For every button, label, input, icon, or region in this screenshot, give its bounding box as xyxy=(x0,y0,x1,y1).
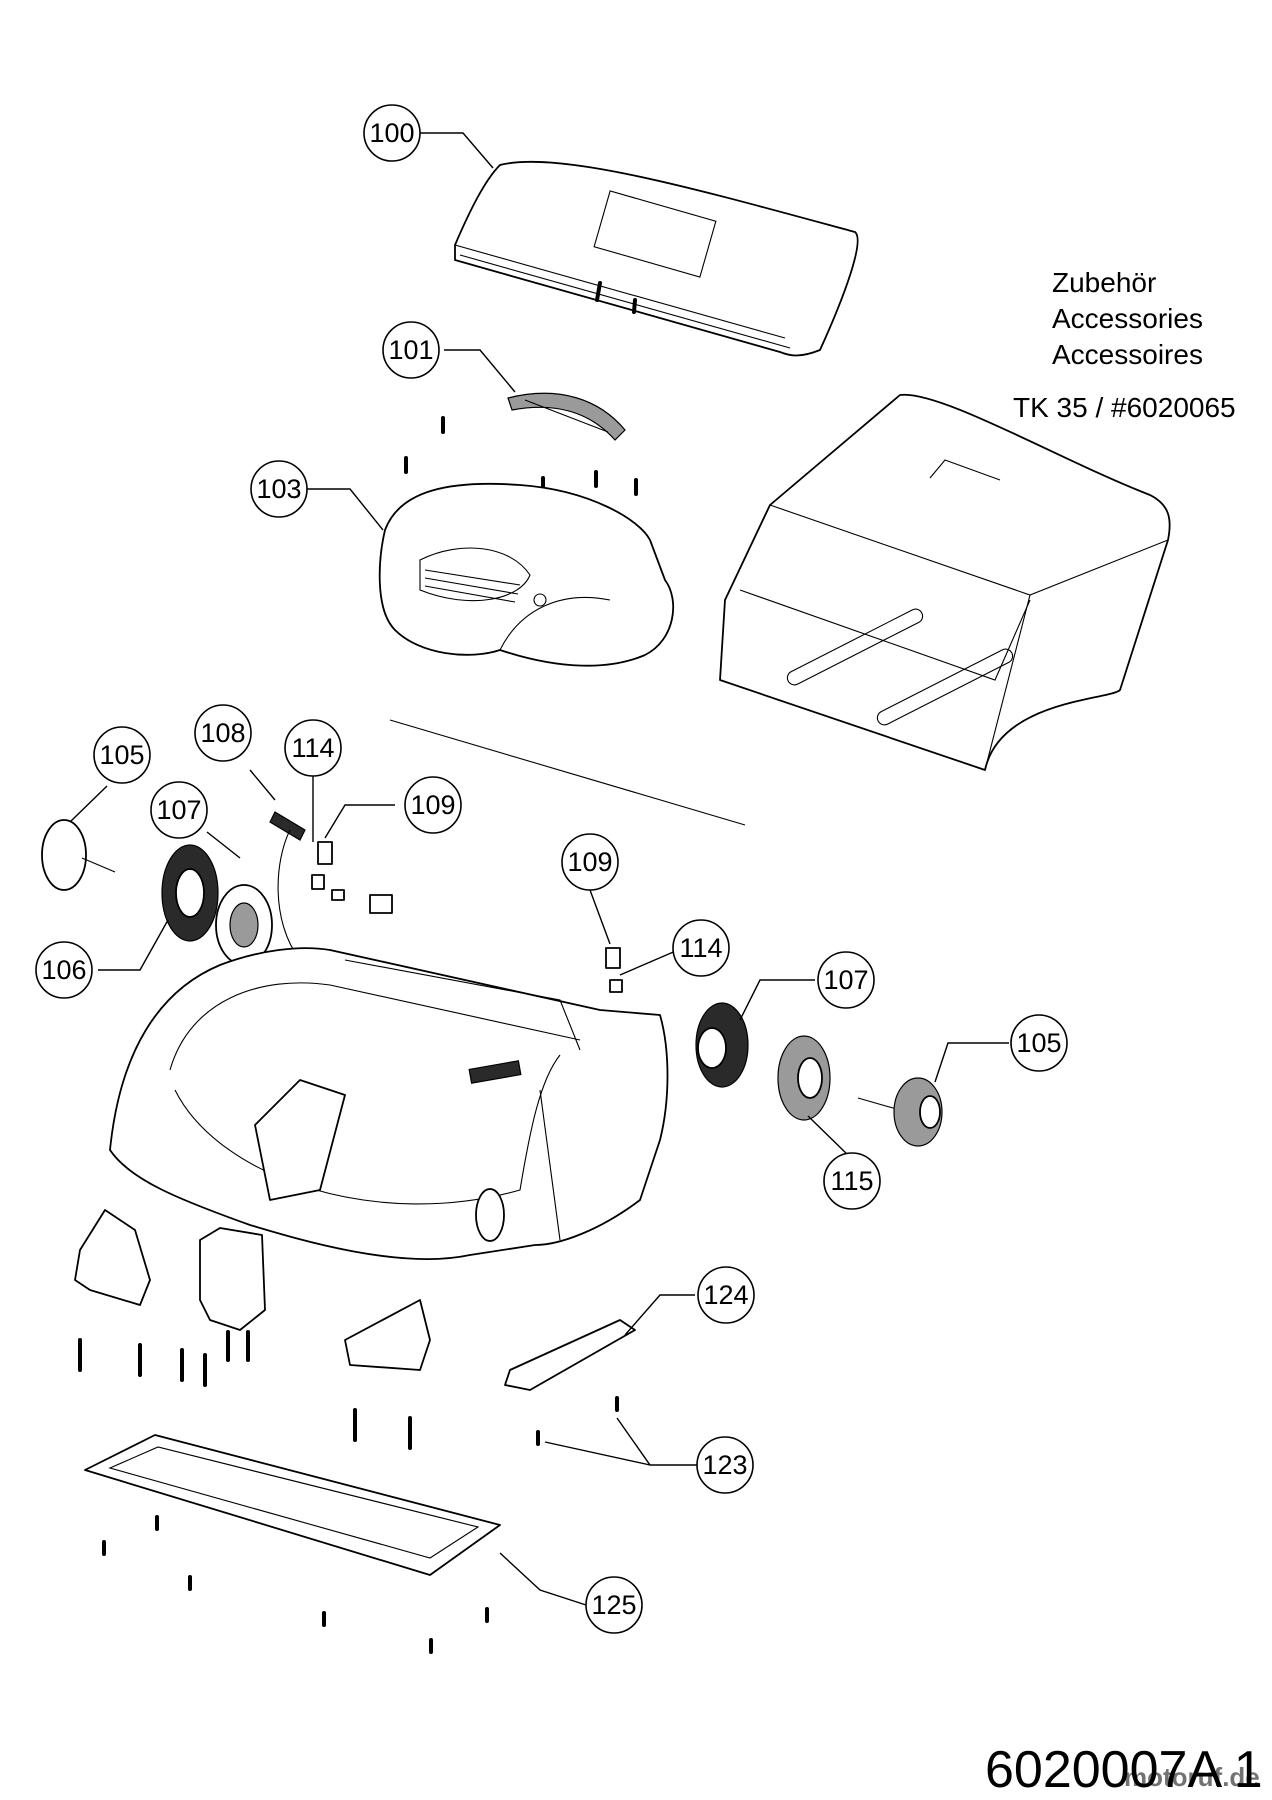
part-deck-chassis xyxy=(109,947,669,1260)
svg-text:125: 125 xyxy=(591,1590,636,1620)
accessory-grass-basket xyxy=(719,393,1171,771)
svg-text:115: 115 xyxy=(830,1166,873,1196)
accessories-label-fr: Accessoires xyxy=(1052,339,1203,370)
svg-text:101: 101 xyxy=(388,335,433,365)
callout-105-left: 105 xyxy=(93,726,151,784)
svg-text:108: 108 xyxy=(200,718,245,748)
accessory-kit-number: TK 35 / #6020065 xyxy=(1013,392,1236,423)
callout-106: 106 xyxy=(35,941,93,999)
part-103-motor-housing xyxy=(378,482,674,667)
shaft-rod xyxy=(389,719,746,826)
svg-text:103: 103 xyxy=(256,474,301,504)
part-100-top-cover xyxy=(454,160,859,357)
screws-lower xyxy=(78,1330,619,1450)
leader-lines xyxy=(69,132,1009,1606)
svg-text:107: 107 xyxy=(823,965,868,995)
callout-103: 103 xyxy=(250,460,308,518)
svg-text:109: 109 xyxy=(410,790,455,820)
callout-100: 100 xyxy=(363,104,421,162)
part-107-left-gear-wheel xyxy=(215,884,273,966)
watermark: motoruf.de xyxy=(1124,1762,1260,1792)
svg-text:105: 105 xyxy=(99,740,144,770)
callout-109-right: 109 xyxy=(561,833,619,891)
svg-text:124: 124 xyxy=(703,1280,748,1310)
callout-105-right: 105 xyxy=(1010,1014,1068,1072)
callout-115: 115 xyxy=(823,1152,881,1210)
part-106-left-gear xyxy=(161,844,219,942)
svg-text:114: 114 xyxy=(679,933,722,963)
svg-text:123: 123 xyxy=(702,1450,747,1480)
svg-text:114: 114 xyxy=(291,733,334,763)
svg-text:109: 109 xyxy=(567,847,612,877)
callout-114-right: 114 xyxy=(672,919,730,977)
part-108-spring xyxy=(269,811,306,961)
part-125-base-plate xyxy=(84,1434,501,1576)
svg-text:107: 107 xyxy=(156,795,201,825)
svg-text:100: 100 xyxy=(369,118,414,148)
accessories-label-de: Zubehör xyxy=(1052,267,1157,298)
callout-114-left: 114 xyxy=(284,719,342,777)
part-115-right-gear-wheel xyxy=(777,1035,831,1121)
part-101-handle xyxy=(507,392,626,441)
screws-plate xyxy=(102,1515,489,1654)
svg-text:105: 105 xyxy=(1016,1028,1061,1058)
callout-124: 124 xyxy=(697,1266,755,1324)
callout-109-left: 109 xyxy=(404,776,462,834)
parts-109-114-clips xyxy=(311,841,623,993)
callout-108: 108 xyxy=(194,704,252,762)
callout-107-right: 107 xyxy=(817,951,875,1009)
callout-101: 101 xyxy=(382,321,440,379)
part-105-left-wheel-cap xyxy=(41,819,116,891)
part-105-right-wheel-cap xyxy=(857,1077,943,1147)
part-107-right-gear xyxy=(695,1002,749,1088)
parts-lower-feet xyxy=(74,1209,636,1391)
callout-125: 125 xyxy=(585,1576,643,1634)
callout-123: 123 xyxy=(696,1436,754,1494)
svg-text:106: 106 xyxy=(41,955,86,985)
callout-107-left: 107 xyxy=(150,781,208,839)
drawing-number: 6020007A 1 xyxy=(985,1741,1263,1799)
accessories-label-en: Accessories xyxy=(1052,303,1203,334)
